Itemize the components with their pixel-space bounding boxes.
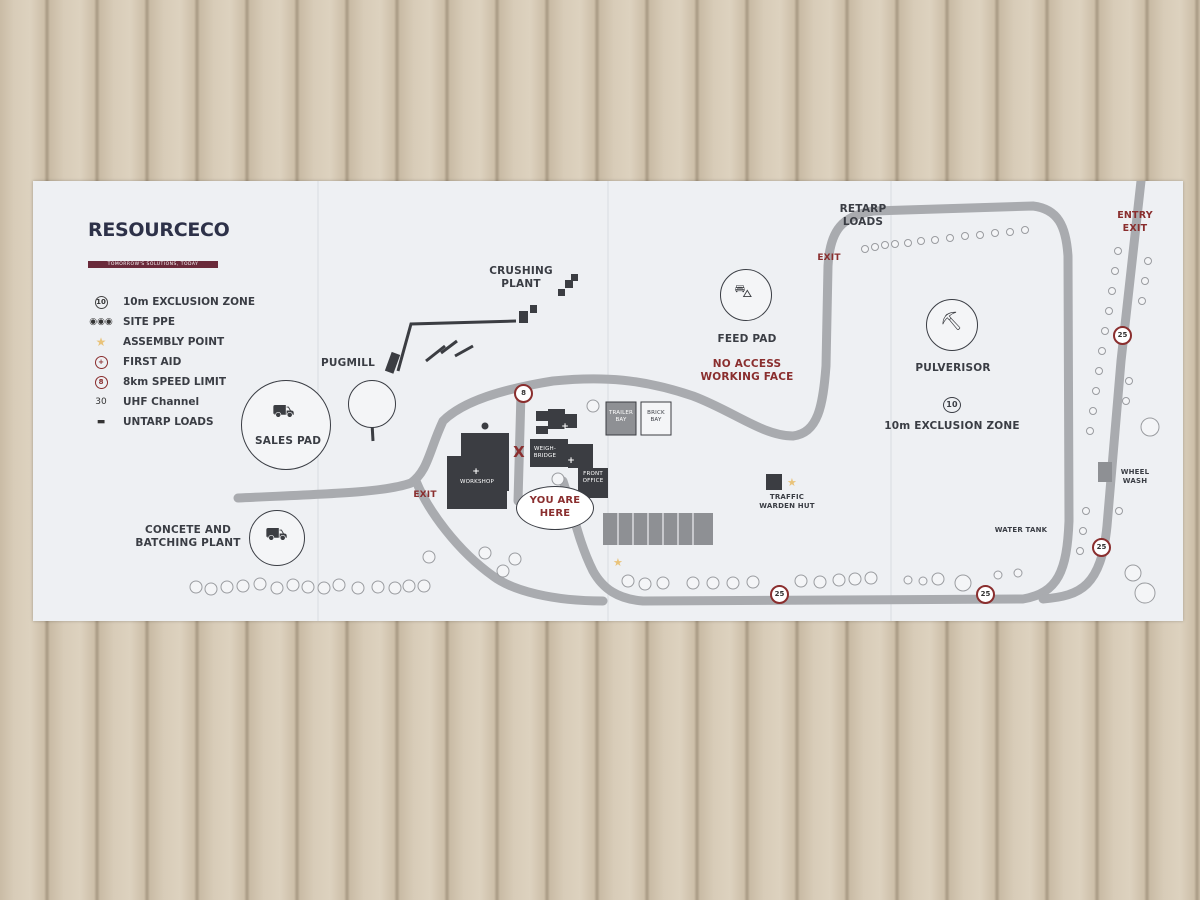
speed-limit-sign: 8 (514, 384, 533, 403)
buildings (370, 274, 1112, 509)
tree-markers (189, 399, 1160, 604)
brand-logo: RESOURCECO (88, 219, 230, 241)
legend-label: 10m EXCLUSION ZONE (123, 296, 255, 308)
wheel-wash-label: WHEEL WASH (1120, 468, 1150, 485)
legend-label: SITE PPE (123, 316, 176, 328)
legend-row: 8 8km SPEED LIMIT (79, 372, 255, 392)
water-tank-label: WATER TANK (994, 526, 1048, 534)
mixer-truck-icon: ⛟ (265, 524, 288, 545)
no-access-label: NO ACCESS WORKING FACE (700, 358, 794, 383)
sales-pad-label: SALES PAD (255, 435, 322, 447)
legend-row: ◉◉◉ SITE PPE (79, 312, 255, 332)
first-aid-icon: + (79, 355, 123, 369)
truck-icon: ▬ (96, 417, 106, 427)
retarp-loads-label: RETARP LOADS (839, 203, 887, 228)
map-legend: 10 10m EXCLUSION ZONE ◉◉◉ SITE PPE ★ ASS… (79, 292, 255, 432)
svg-text:+: + (472, 467, 480, 477)
speed-limit-sign: 25 (976, 585, 995, 604)
legend-label: UHF Channel (123, 396, 200, 408)
exit-label: EXIT (413, 490, 437, 500)
pugmill-ring (348, 380, 396, 428)
brand-tagline: TOMORROW'S SOLUTIONS, TODAY (88, 261, 218, 268)
bulldozer-icon: ⛍ (734, 281, 753, 302)
svg-text:★: ★ (613, 556, 623, 569)
assembly-point-icon: ★ (95, 335, 107, 349)
legend-label: FIRST AID (123, 356, 182, 368)
site-map-graphic: + + + (189, 181, 1160, 621)
speed-limit-sign: 25 (770, 585, 789, 604)
legend-row: + FIRST AID (79, 352, 255, 372)
site-map-sign: + + + (33, 181, 1183, 621)
ppe-icon: ◉◉◉ (89, 317, 113, 327)
current-location-marker: X (513, 443, 525, 461)
speed-limit-icon: 8 (79, 375, 123, 389)
weighbridge-label: WEIGH- BRIDGE (533, 446, 557, 459)
concrete-plant-label: CONCETE AND BATCHING PLANT (135, 524, 241, 549)
legend-label: UNTARP LOADS (123, 416, 214, 428)
trailer-bay-label: TRAILER BAY (608, 410, 634, 423)
feed-pad-ring: ⛍ (720, 269, 772, 321)
exclusion-zone-icon: 10 (79, 295, 123, 309)
legend-row: 30 UHF Channel (79, 392, 255, 412)
legend-label: ASSEMBLY POINT (123, 336, 225, 348)
concrete-plant-ring: ⛟ (249, 510, 305, 566)
traffic-warden-label: TRAFFIC WARDEN HUT (759, 493, 815, 510)
brick-bay-label: BRICK BAY (647, 410, 665, 423)
svg-text:+: + (567, 456, 575, 466)
workshop-label: WORKSHOP (459, 479, 495, 485)
sales-pad-zone: ⛟ (241, 380, 331, 470)
crushing-plant-label: CRUSHING PLANT (489, 265, 553, 290)
legend-label: 8km SPEED LIMIT (123, 376, 226, 388)
speed-limit-sign: 25 (1113, 326, 1132, 345)
entry-exit-label: ENTRY EXIT (1117, 210, 1153, 234)
uhf-channel-icon: 30 (95, 397, 107, 407)
svg-text:★: ★ (787, 476, 797, 489)
feed-pad-label: FEED PAD (717, 333, 777, 345)
exclusion-zone-label: 10m EXCLUSION ZONE (884, 420, 1020, 432)
exit-label: EXIT (817, 253, 841, 263)
legend-row: 10 10m EXCLUSION ZONE (79, 292, 255, 312)
front-office-label: FRONT OFFICE (582, 471, 604, 484)
pulverisor-label: PULVERISOR (915, 362, 991, 374)
svg-text:+: + (561, 422, 569, 432)
pugmill-label: PUGMILL (321, 357, 375, 369)
exclusion-zone-icon: 10 (943, 397, 961, 413)
legend-row: ▬ UNTARP LOADS (79, 412, 255, 432)
you-are-here-badge: YOU ARE HERE (516, 486, 594, 530)
speed-limit-sign: 25 (1092, 538, 1111, 557)
road-network (233, 181, 1146, 606)
pulverisor-ring: ⛏ (926, 299, 978, 351)
excavator-icon: ⛏ (940, 311, 963, 332)
legend-row: ★ ASSEMBLY POINT (79, 332, 255, 352)
dump-truck-icon: ⛟ (272, 401, 295, 422)
